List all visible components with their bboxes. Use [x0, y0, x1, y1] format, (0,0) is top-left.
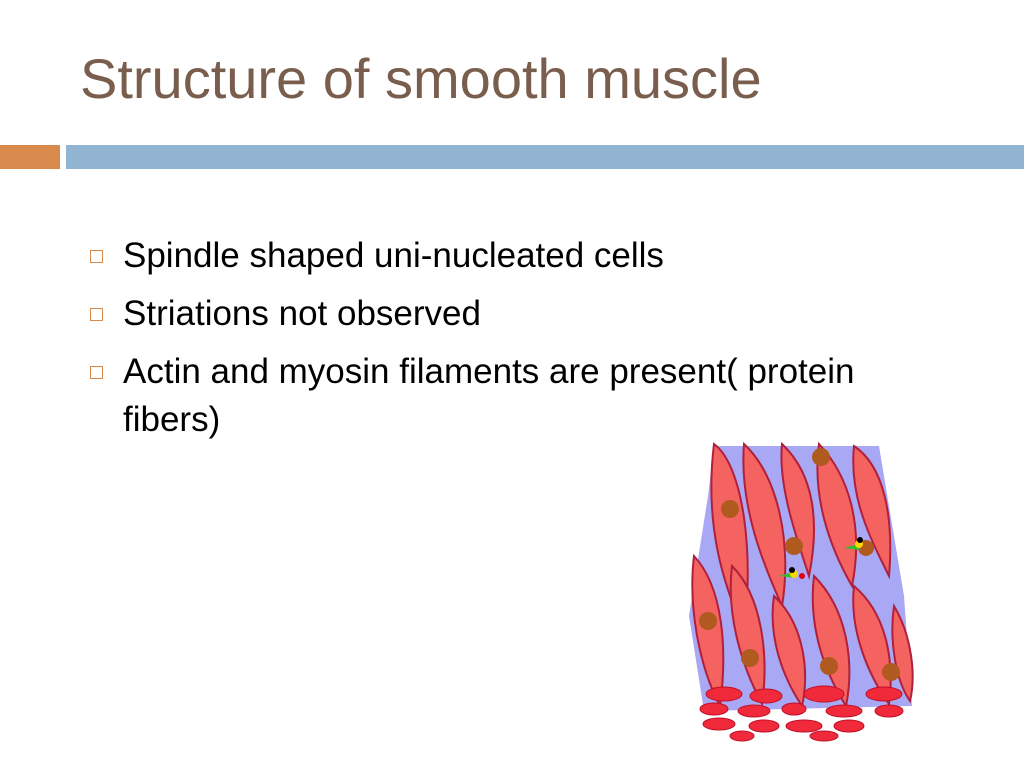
bullet-text: Striations not observed [123, 294, 481, 333]
bullet-list: Spindle shaped uni-nucleated cells Stria… [88, 232, 888, 454]
square-bullet-icon [90, 250, 103, 263]
accent-bar-orange [0, 145, 60, 169]
square-bullet-icon [90, 308, 103, 321]
bullet-item: Striations not observed [88, 290, 888, 338]
bullet-text: Actin and myosin filaments are present( … [123, 352, 855, 439]
slide-title: Structure of smooth muscle [80, 47, 762, 110]
bullet-item: Spindle shaped uni-nucleated cells [88, 232, 888, 280]
bullet-text: Spindle shaped uni-nucleated cells [123, 236, 664, 275]
smooth-muscle-tissue-icon [689, 441, 914, 742]
bullet-item: Actin and myosin filaments are present( … [88, 348, 888, 444]
accent-bar-blue [66, 145, 1024, 169]
square-bullet-icon [90, 366, 103, 379]
